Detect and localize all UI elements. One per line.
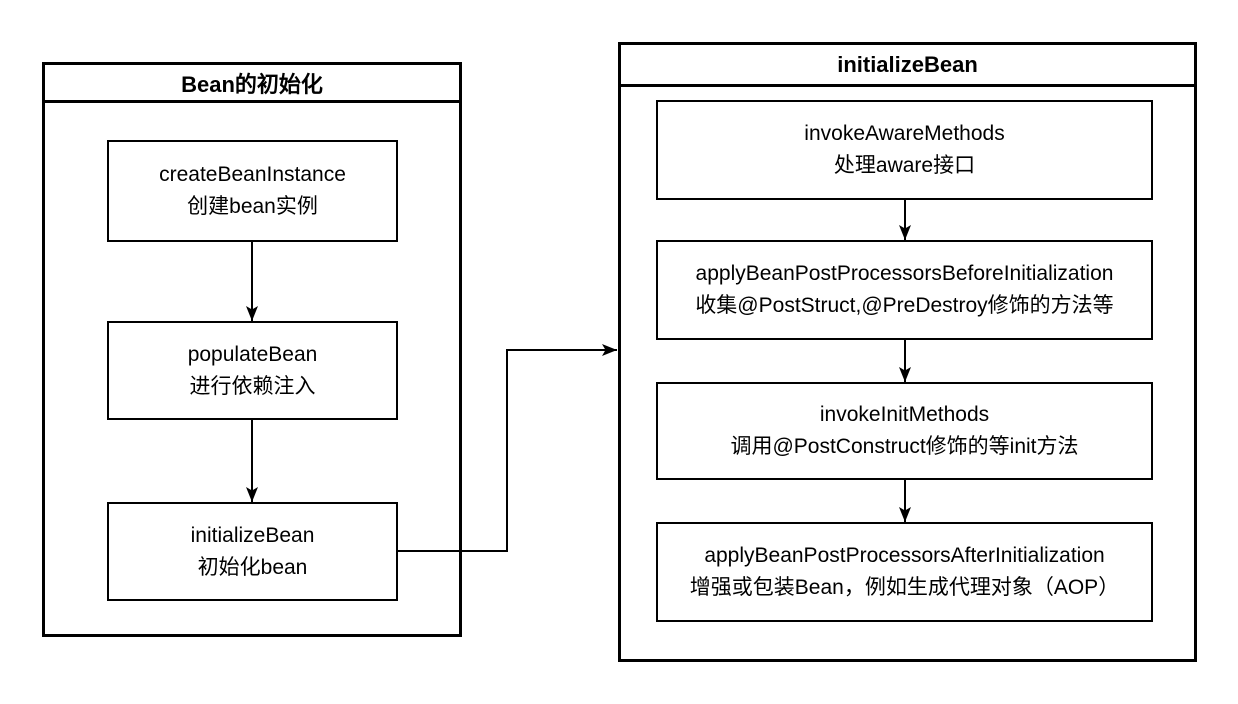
node-method-name: populateBean <box>187 342 318 366</box>
flow-node-create-bean-instance: createBeanInstance 创建bean实例 <box>107 140 398 242</box>
node-description: 处理aware接口 <box>833 154 976 177</box>
node-description: 收集@PostStruct,@PreDestroy修饰的方法等 <box>695 294 1114 317</box>
flow-node-invoke-init-methods: invokeInitMethods 调用@PostConstruct修饰的等in… <box>656 382 1153 480</box>
node-method-name: invokeAwareMethods <box>804 122 1005 145</box>
node-method-name: applyBeanPostProcessorsBeforeInitializat… <box>695 262 1114 285</box>
node-method-name: createBeanInstance <box>159 163 346 186</box>
flow-node-invoke-aware-methods: invokeAwareMethods 处理aware接口 <box>656 100 1153 200</box>
flow-node-initialize-bean: initializeBean 初始化bean <box>107 502 398 601</box>
node-method-name: invokeInitMethods <box>819 403 990 426</box>
node-description: 创建bean实例 <box>187 195 318 218</box>
flow-node-populate-bean: populateBean 进行依赖注入 <box>107 321 398 420</box>
node-description: 初始化bean <box>197 555 308 579</box>
flow-node-apply-post-processors-after-init: applyBeanPostProcessorsAfterInitializati… <box>656 522 1153 622</box>
node-method-name: initializeBean <box>190 523 315 547</box>
flow-node-apply-post-processors-before-init: applyBeanPostProcessorsBeforeInitializat… <box>656 240 1153 340</box>
node-description: 增强或包装Bean，例如生成代理对象（AOP） <box>689 576 1120 599</box>
node-method-name: applyBeanPostProcessorsAfterInitializati… <box>704 544 1105 567</box>
bean-init-panel-title: Bean的初始化 <box>45 65 459 103</box>
node-description: 调用@PostConstruct修饰的等init方法 <box>730 435 1079 458</box>
node-description: 进行依赖注入 <box>189 374 316 398</box>
initialize-bean-panel-title: initializeBean <box>621 45 1194 87</box>
